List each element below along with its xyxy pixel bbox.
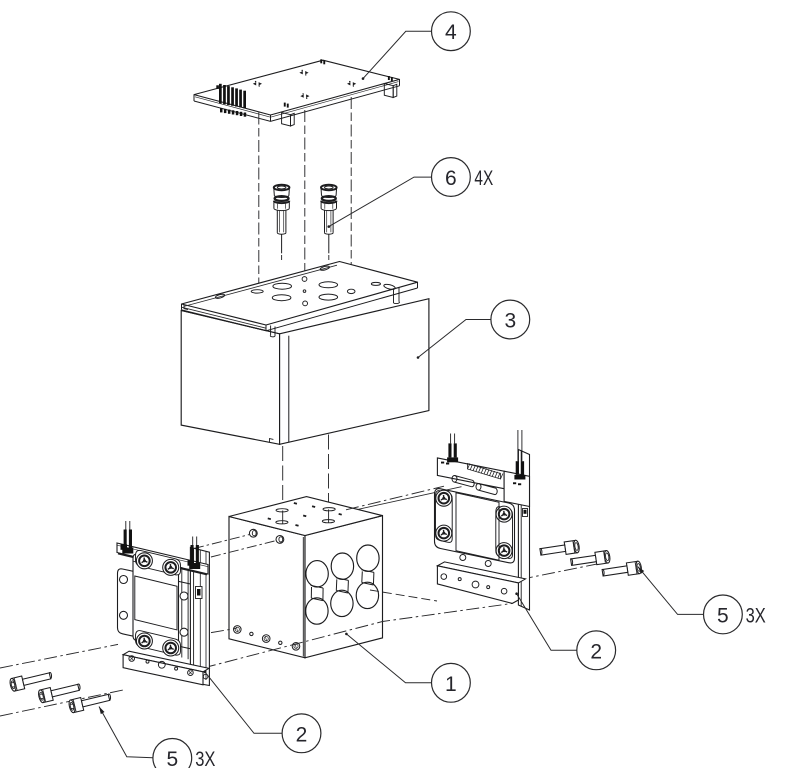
svg-text:5: 5 — [166, 748, 178, 768]
svg-text:2: 2 — [590, 640, 602, 663]
svg-text:3X: 3X — [746, 605, 766, 628]
svg-text:3X: 3X — [195, 748, 215, 768]
svg-text:1: 1 — [445, 673, 457, 696]
svg-text:4X: 4X — [474, 167, 493, 190]
svg-text:3: 3 — [504, 310, 516, 333]
svg-text:4: 4 — [445, 21, 457, 44]
svg-text:2: 2 — [296, 723, 308, 746]
svg-text:5: 5 — [717, 604, 729, 627]
svg-text:6: 6 — [445, 167, 457, 190]
